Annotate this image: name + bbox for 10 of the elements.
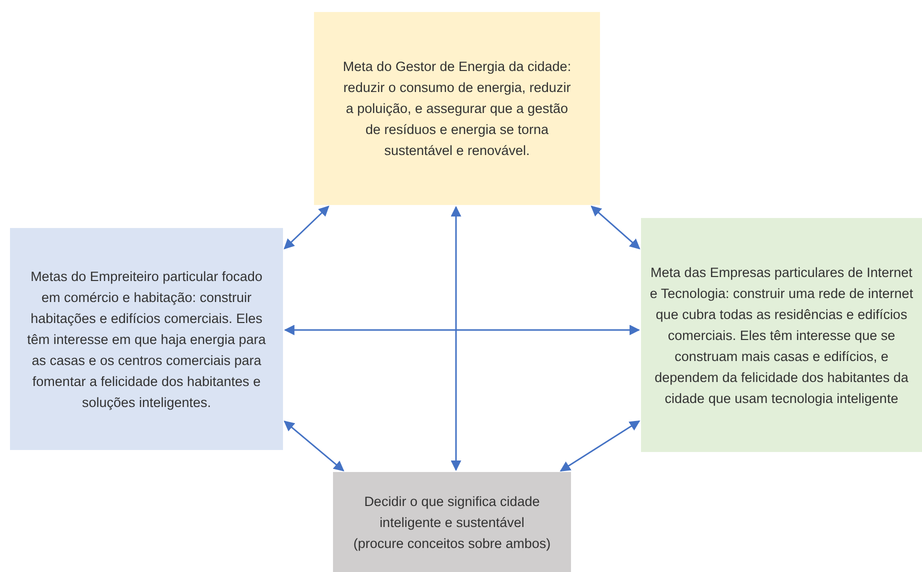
text-box: Decidir o que significa cidade inteligente e sustentável (procure conceitos sobre ambos) xyxy=(333,472,571,572)
double-arrow xyxy=(560,420,640,472)
double-arrow xyxy=(284,206,330,250)
text-box: Meta do Gestor de Energia da cidade: reduzir o consumo de energia, reduzir a poluição, e assegurar que a gestão de resíduos e energia se torna sustentável e renovável. xyxy=(314,12,600,205)
double-arrow xyxy=(590,206,640,250)
double-arrow xyxy=(284,324,640,336)
text-box: Metas do Empreiteiro particular focado em comércio e habitação: construir habitações e edifícios comerciais. Eles têm interesse em que haja energia para as casas e os centros comerciais para fomentar a felicidade dos habitantes e soluções inteligentes. xyxy=(10,228,283,450)
text-box: Meta das Empresas particulares de Internet e Tecnologia: construir uma rede de internet que cubra todas as residências e edifícios comerciais. Eles têm interesse que se construam mais casas e edifícios, e dependem da felicidade dos habitantes da cidade que usam tecnologia inteligente xyxy=(641,218,922,452)
double-arrow xyxy=(450,206,462,472)
double-arrow xyxy=(284,420,344,472)
